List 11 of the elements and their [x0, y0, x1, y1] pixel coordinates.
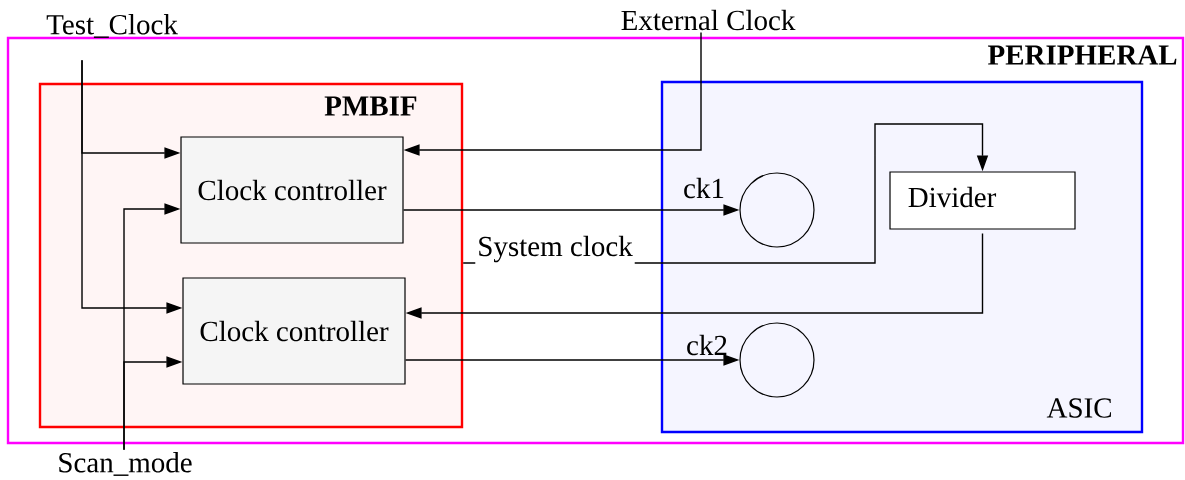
circle-symbol — [739, 172, 815, 248]
signal-label: Test_Clock — [46, 14, 178, 38]
process-box: Clock controller — [180, 136, 404, 244]
process-box: Divider — [889, 171, 1076, 230]
circle-symbol — [739, 322, 815, 398]
process-box: Clock controller — [182, 277, 406, 385]
signal-label: External Clock — [621, 9, 796, 31]
signal-label: ck2 — [687, 334, 727, 356]
signal-label: Scan_mode — [59, 452, 192, 476]
edge-label: System clock — [475, 233, 635, 265]
signal-label: ck1 — [684, 177, 724, 199]
